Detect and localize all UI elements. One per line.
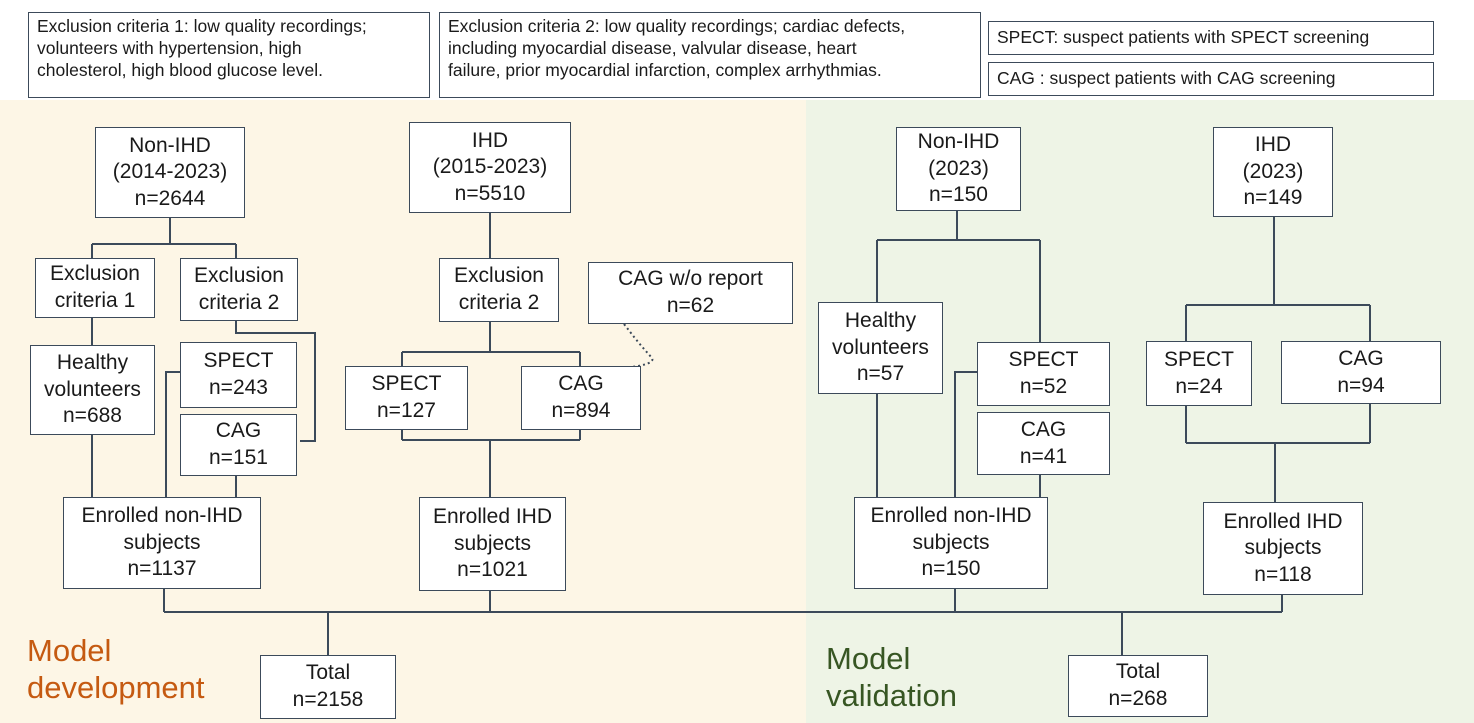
val-nonihd-source-box: Non-IHD (2023) n=150 — [896, 127, 1021, 211]
val-total-box: Total n=268 — [1068, 655, 1208, 717]
connector — [163, 589, 1283, 613]
connector — [401, 430, 581, 497]
dev-enrolled-nonihd-box: Enrolled non-IHD subjects n=1137 — [63, 497, 261, 589]
connector — [1185, 404, 1371, 502]
val-nonihd-spect-box: SPECT n=52 — [977, 342, 1110, 406]
dev-ihd-spect-box: SPECT n=127 — [345, 366, 468, 430]
cag-without-report-box: CAG w/o report n=62 — [588, 262, 793, 324]
connector — [876, 211, 1041, 342]
val-enrolled-nonihd-box: Enrolled non-IHD subjects n=150 — [854, 497, 1048, 589]
connector — [401, 322, 581, 366]
connector — [165, 371, 182, 497]
exclusion-criteria-1-note: Exclusion criteria 1: low quality record… — [28, 12, 430, 98]
exclusion-criteria-2-note: Exclusion criteria 2: low quality record… — [439, 12, 981, 98]
dev-nonihd-cag-box: CAG n=151 — [180, 414, 297, 476]
connector — [1185, 217, 1371, 341]
dev-exclusion-criteria-2-box: Exclusion criteria 2 — [180, 258, 298, 321]
dev-ihd-source-box: IHD (2015-2023) n=5510 — [409, 122, 571, 213]
dev-ihd-cag-box: CAG n=894 — [521, 366, 641, 430]
dev-enrolled-ihd-box: Enrolled IHD subjects n=1021 — [419, 497, 566, 591]
connector — [597, 323, 654, 371]
spect-definition-note: SPECT: suspect patients with SPECT scree… — [988, 21, 1434, 55]
dev-healthy-volunteers-box: Healthy volunteers n=688 — [30, 345, 155, 435]
connector — [91, 218, 237, 258]
dev-exclusion-criteria-1-box: Exclusion criteria 1 — [35, 258, 155, 318]
dev-total-box: Total n=2158 — [260, 655, 396, 719]
val-nonihd-cag-box: CAG n=41 — [977, 412, 1110, 475]
dev-nonihd-source-box: Non-IHD (2014-2023) n=2644 — [95, 127, 245, 218]
connector — [327, 612, 1123, 655]
connector — [235, 321, 316, 442]
val-healthy-volunteers-box: Healthy volunteers n=57 — [818, 302, 943, 394]
cag-definition-note: CAG : suspect patients with CAG screenin… — [988, 62, 1434, 96]
val-ihd-cag-box: CAG n=94 — [1281, 341, 1441, 404]
model-development-label: Model development — [27, 633, 205, 706]
model-validation-label: Model validation — [826, 641, 957, 714]
val-ihd-source-box: IHD (2023) n=149 — [1213, 127, 1333, 217]
dev-ihd-exclusion-criteria-2-box: Exclusion criteria 2 — [439, 258, 559, 322]
val-ihd-spect-box: SPECT n=24 — [1146, 341, 1252, 406]
connector — [954, 371, 977, 497]
val-enrolled-ihd-box: Enrolled IHD subjects n=118 — [1203, 502, 1363, 595]
dev-nonihd-spect-box: SPECT n=243 — [180, 342, 297, 408]
